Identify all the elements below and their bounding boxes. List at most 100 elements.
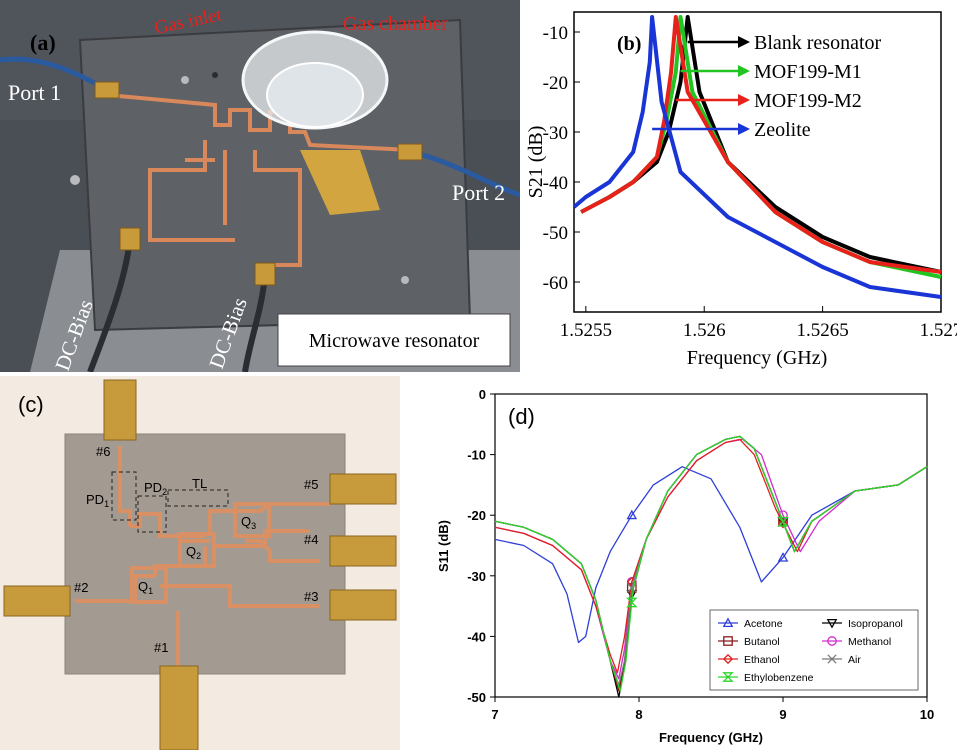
gas-chamber-inner: [266, 62, 364, 128]
copper-traces: [107, 93, 411, 267]
chart-d-legend-label-acetone: Acetone: [744, 618, 783, 630]
port5-label: #5: [304, 477, 318, 492]
screw-icon: [181, 76, 189, 84]
chart-d-marker-ethylobenzene: [626, 597, 638, 608]
screw-icon: [70, 175, 80, 185]
kapton-tape: [300, 150, 380, 215]
chart-d-x-tick-label: 10: [920, 707, 934, 722]
chart-d-marker-acetone: [777, 552, 789, 562]
sma-connector-port2: [3, 585, 71, 617]
chart-d-series-ethylobenzene: [494, 435, 928, 692]
chart-b-series-zeolite: [572, 15, 942, 299]
microwave-resonator-caption: Microwave resonator: [309, 330, 480, 352]
coupler-photo-illustration: (c) #6 #2 #1 #5 #4 #3 PD1 PD2 TL Q1 Q2 Q…: [0, 376, 400, 750]
chart-b-legend-arrowhead-mof199-m2: [738, 94, 750, 106]
chart-d-y-tick-label: -10: [467, 448, 486, 463]
chart-b-y-tick-label: -20: [543, 73, 568, 94]
panel-a-label: (a): [30, 30, 56, 55]
chart-b-legend-arrowhead-blank-resonator: [738, 36, 750, 48]
chart-d-legend-label-butanol: Butanol: [744, 636, 780, 648]
sma-connector-port3: [329, 589, 397, 621]
chart-d-legend-label-air: Air: [848, 654, 861, 666]
chart-d-y-tick-label: -30: [467, 569, 486, 584]
sma-connector-port4: [329, 535, 397, 567]
via-hole: [212, 72, 218, 78]
panel-a-resonator-photo: (a) Gas inlet Gas chamber Port 1 Port 2 …: [0, 0, 520, 372]
chart-d-x-axis-label: Frequency (GHz): [659, 730, 763, 745]
chart-d-marker-acetone: [626, 509, 638, 520]
chart-d-legend-marker-acetone: [722, 617, 734, 628]
chart-b-x-tick-label: 1.526: [683, 320, 726, 341]
chart-b-y-tick-label: -50: [543, 223, 568, 244]
q2-block: [178, 532, 216, 568]
chart-d-x-tick-label: 9: [779, 707, 786, 722]
chart-d-legend-marker-ethanol: [722, 653, 734, 665]
chart-b-y-tick-label: -30: [543, 123, 568, 144]
q3-block: [233, 502, 271, 538]
chart-d-y-axis-label: S11 (dB): [436, 520, 451, 572]
sma-connector-port5: [329, 473, 397, 505]
sma-connector-bias-left: [119, 227, 141, 251]
panel-c-coupler-photo: (c) #6 #2 #1 #5 #4 #3 PD1 PD2 TL Q1 Q2 Q…: [0, 376, 400, 750]
chart-b-y-axis-label: S21 (dB): [525, 126, 547, 199]
chart-d-series-ethanol: [494, 438, 928, 674]
caption-box: [277, 313, 511, 367]
chart-b-x-tick-label: 1.5255: [560, 320, 612, 341]
chart-d-y-tick-label: -40: [467, 629, 486, 644]
chart-d-legend-marker-ethylobenzene: [722, 672, 734, 682]
chart-d-legend-label-methanol: Methanol: [848, 636, 891, 648]
chart-b-x-ticks: 1.5255 1.526 1.5265 1.527: [560, 306, 957, 341]
pd1-box: [111, 471, 137, 521]
chart-b-legend-label-mof199-m1: MOF199-M1: [754, 61, 862, 83]
chart-d-y-ticks: 0-10-20-30-40-50: [467, 387, 495, 705]
chart-d-y-tick-label: 0: [479, 387, 486, 402]
chart-b-y-tick-label: -10: [543, 23, 568, 44]
chart-d-legend-label-ethylobenzene: Ethylobenzene: [744, 672, 814, 684]
chart-b-series-mof199-m2: [580, 15, 942, 274]
chart-d-series-acetone: [494, 466, 928, 644]
q2-label: Q2: [186, 544, 201, 561]
chart-d-legend-box: [709, 609, 919, 691]
chart-b-legend-label-blank-resonator: Blank resonator: [754, 32, 882, 54]
panel-c-label: (c): [18, 392, 44, 417]
chart-b-legend-label-mof199-m2: MOF199-M2: [754, 90, 862, 112]
chart-b-y-ticks: -10-20-30-40-50-60: [543, 23, 580, 294]
coax-cable-bias-left: [87, 239, 133, 372]
chart-d-x-tick-label: 8: [635, 707, 642, 722]
chart-b-legend-arrowhead-zeolite: [738, 123, 750, 135]
sma-connector-port6: [103, 379, 137, 441]
pd1-label: PD1: [86, 492, 109, 509]
port4-label: #4: [304, 532, 318, 547]
chart-b-legend-arrowhead-mof199-m1: [738, 65, 750, 77]
screw-icon: [401, 276, 409, 284]
chart-d-legend-label-ethanol: Ethanol: [744, 654, 780, 666]
pd2-label: PD2: [144, 480, 167, 497]
chart-b-y-tick-label: -60: [543, 273, 568, 294]
chart-d-marker-ethylobenzene: [777, 516, 789, 527]
chart-d-legend-marker-isopropanol: [826, 618, 838, 629]
chart-d-x-tick-label: 7: [491, 707, 498, 722]
chart-b-series-group: [572, 15, 942, 299]
chart-d-legend-marker-air: [827, 654, 837, 664]
panel-d-label: (d): [508, 404, 535, 429]
chart-b-x-tick-label: 1.527: [920, 320, 957, 341]
port2-label: #2: [74, 580, 88, 595]
chart-d-series-group: [494, 435, 928, 698]
chart-d-x-ticks: 7 8 9 10: [491, 697, 934, 722]
sma-connector-port1: [94, 81, 120, 99]
sma-connector-port1: [159, 665, 199, 750]
q1-label: Q1: [138, 579, 153, 596]
port1-label: #1: [154, 640, 168, 655]
panel-b-label: (b): [617, 33, 641, 55]
chart-d-y-tick-label: -20: [467, 508, 486, 523]
chart-b-x-axis-label: Frequency (GHz): [687, 347, 828, 369]
port2-label: Port 2: [452, 180, 505, 205]
tl-box: [167, 489, 229, 507]
port6-label: #6: [96, 444, 110, 459]
chart-b-x-tick-label: 1.5265: [796, 320, 848, 341]
